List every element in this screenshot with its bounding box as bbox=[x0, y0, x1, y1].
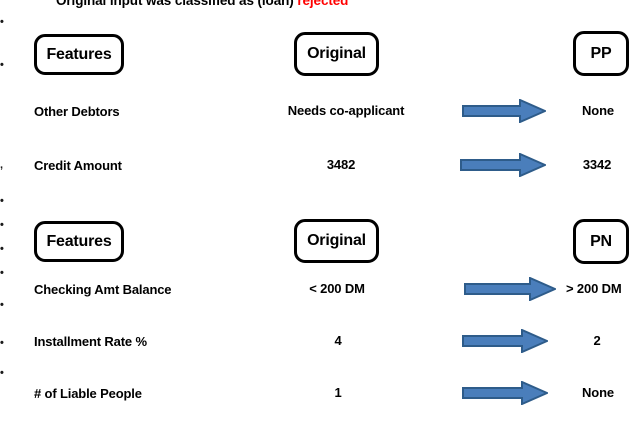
caption-prefix: Original input was classified as (loan) bbox=[56, 0, 294, 8]
pn-header-features: Features bbox=[34, 221, 124, 262]
edge-artifact-bullet: • bbox=[0, 196, 4, 206]
edge-artifact-bullet: • bbox=[0, 368, 4, 378]
page-title: Original input was classified as (loan) … bbox=[56, 0, 348, 9]
pn-row-1-feature: Installment Rate % bbox=[34, 334, 147, 349]
right-arrow-icon bbox=[464, 277, 556, 301]
pn-row-2-counterfactual: None bbox=[582, 385, 614, 400]
edge-artifact-bullet: • bbox=[0, 300, 4, 310]
right-arrow-icon bbox=[462, 381, 548, 405]
pp-row-0-feature: Other Debtors bbox=[34, 104, 120, 119]
pp-header-original: Original bbox=[294, 32, 379, 76]
pp-row-1-feature: Credit Amount bbox=[34, 158, 122, 173]
pn-row-2-original: 1 bbox=[334, 385, 342, 400]
pn-row-0-original: < 200 DM bbox=[309, 281, 365, 296]
edge-artifact-bullet: • bbox=[0, 244, 4, 254]
pn-row-0-counterfactual: > 200 DM bbox=[566, 281, 622, 296]
pp-header-counterfactual: PP bbox=[573, 31, 629, 76]
pn-header-original: Original bbox=[294, 219, 379, 263]
right-arrow-icon bbox=[462, 99, 546, 123]
pn-header-counterfactual: PN bbox=[573, 219, 629, 264]
pn-row-1-counterfactual: 2 bbox=[593, 333, 601, 348]
edge-artifact-comma: , bbox=[0, 160, 4, 170]
edge-artifact-bullet: • bbox=[0, 60, 4, 70]
pp-row-0-original: Needs co-applicant bbox=[287, 103, 405, 118]
edge-artifact-bullet: • bbox=[0, 338, 4, 348]
classification-verdict: rejected bbox=[297, 0, 349, 8]
edge-artifact-bullet: • bbox=[0, 17, 4, 27]
pp-row-1-original: 3482 bbox=[326, 157, 356, 172]
pp-row-0-counterfactual: None bbox=[582, 103, 614, 118]
edge-artifact-bullet: • bbox=[0, 220, 4, 230]
edge-artifact-bullet: • bbox=[0, 268, 4, 278]
pn-row-1-original: 4 bbox=[334, 333, 342, 348]
pp-row-1-counterfactual: 3342 bbox=[582, 157, 612, 172]
pn-row-2-feature: # of Liable People bbox=[34, 386, 142, 401]
pn-row-0-feature: Checking Amt Balance bbox=[34, 282, 172, 297]
right-arrow-icon bbox=[462, 329, 548, 353]
pp-header-features: Features bbox=[34, 34, 124, 75]
right-arrow-icon bbox=[460, 153, 546, 177]
